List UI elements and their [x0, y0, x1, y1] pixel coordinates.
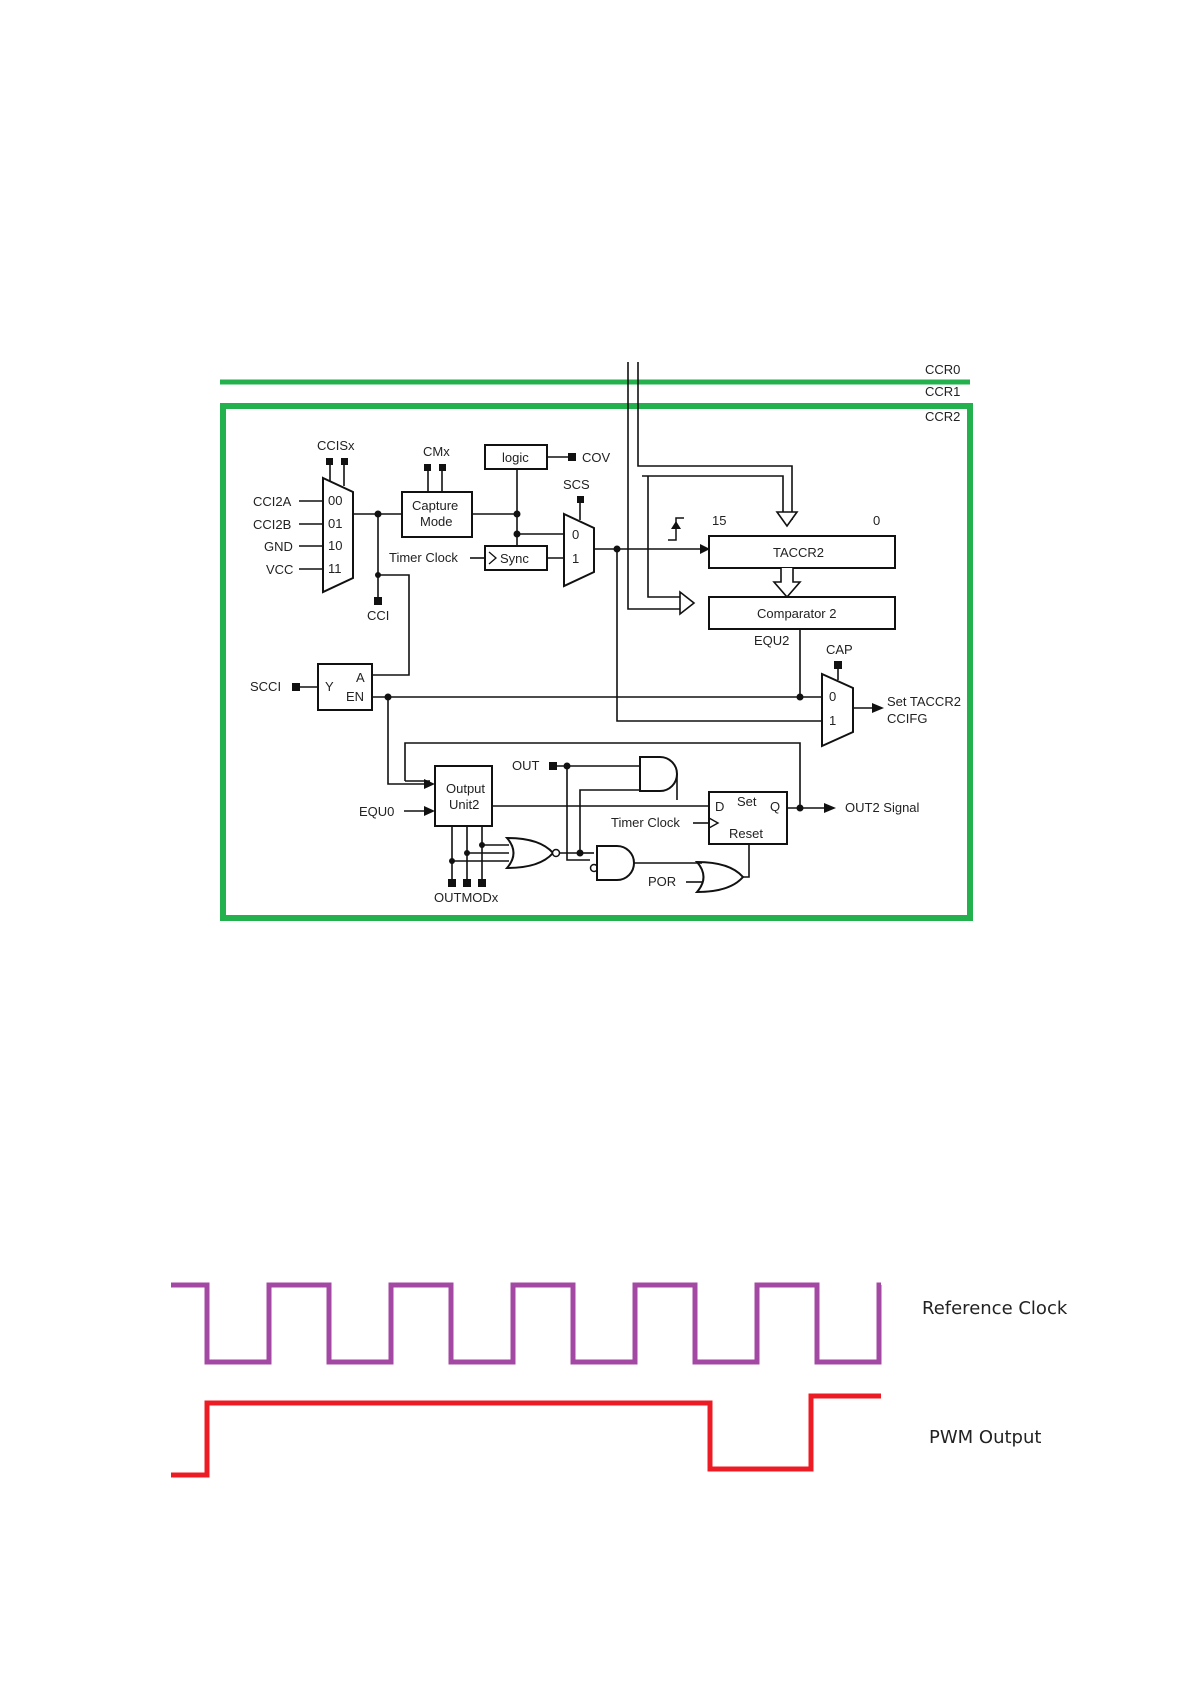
capture-mode-label-2: Mode	[420, 514, 453, 529]
equ2-wire	[800, 629, 822, 697]
junction-logic	[514, 511, 521, 518]
scci-en: EN	[346, 689, 364, 704]
bus-vertical-a	[628, 362, 680, 609]
bus-vertical-b	[638, 362, 792, 520]
dff-set: Set	[737, 794, 757, 809]
pwm-output-label: PWM Output	[929, 1427, 1041, 1448]
mux-sel-10: 10	[328, 538, 342, 553]
cmx-label: CMx	[423, 444, 450, 459]
mux-sel-11: 11	[328, 561, 342, 576]
outmod-label: OUTMODx	[434, 890, 499, 905]
mux-sel-01: 01	[328, 516, 342, 531]
ccisx-pin-1	[326, 458, 333, 465]
input-vcc: VCC	[266, 562, 293, 577]
or-out-wire	[743, 844, 749, 877]
scs-in0: 0	[572, 527, 579, 542]
input-gnd: GND	[264, 539, 293, 554]
reference-clock-waveform	[171, 1285, 881, 1362]
cap-out-label-1: Set TACCR2	[887, 694, 961, 709]
cmx-pin-1	[424, 464, 431, 471]
ccr0-label: CCR0	[925, 362, 960, 377]
cci-label: CCI	[367, 608, 389, 623]
outmod-pin-3	[478, 879, 486, 887]
out-down-wire	[567, 766, 590, 860]
outmod-pin-1	[448, 879, 456, 887]
out-pin	[549, 762, 557, 770]
cap-in0: 0	[829, 689, 836, 704]
and-gate-bottom	[597, 846, 634, 880]
cmx-pin-2	[439, 464, 446, 471]
cap-out-label-2: CCIFG	[887, 711, 927, 726]
scci-a: A	[356, 670, 365, 685]
por-label: POR	[648, 874, 676, 889]
junction-q	[797, 805, 804, 812]
scci-label: SCCI	[250, 679, 281, 694]
sync-timer-clock: Timer Clock	[389, 550, 458, 565]
scci-y: Y	[325, 679, 334, 694]
ccisx-label: CCISx	[317, 438, 355, 453]
ccr2-label: CCR2	[925, 409, 960, 424]
cap-pin	[834, 661, 842, 669]
en-to-output-wire	[388, 697, 430, 784]
out2-label: OUT2 Signal	[845, 800, 920, 815]
pwm-output-waveform	[171, 1396, 881, 1475]
cap-out-arrow	[872, 703, 884, 713]
taccr2-to-comp-arrow	[774, 568, 800, 597]
output-unit-box	[435, 766, 492, 826]
cov-pin	[568, 453, 576, 461]
sync-label: Sync	[500, 551, 529, 566]
cap-label: CAP	[826, 642, 853, 657]
dff-reset: Reset	[729, 826, 763, 841]
taccr2-msb: 15	[712, 513, 726, 528]
equ0-arrow	[424, 806, 435, 816]
scci-pin	[292, 683, 300, 691]
equ2-label: EQU2	[754, 633, 789, 648]
output-unit-label-2: Unit2	[449, 797, 479, 812]
scs-in1: 1	[572, 551, 579, 566]
comp-hollow-arrow	[680, 592, 694, 614]
out2-arrow	[824, 803, 836, 813]
ccr1-label: CCR1	[925, 384, 960, 399]
out-label: OUT	[512, 758, 540, 773]
edge-glyph-arrow	[671, 521, 681, 529]
cap-mux	[822, 674, 853, 746]
nor-bubble	[553, 850, 560, 857]
taccr2-label: TACCR2	[773, 545, 824, 560]
cov-label: COV	[582, 450, 611, 465]
taccr2-lsb: 0	[873, 513, 880, 528]
dff-q: Q	[770, 799, 780, 814]
logic-label: logic	[502, 450, 529, 465]
or-gate-por	[697, 862, 743, 892]
nor-gate	[507, 838, 553, 868]
bus-vertical-d	[648, 476, 680, 597]
taccr2-hollow-arrow	[777, 512, 797, 526]
scs-label: SCS	[563, 477, 590, 492]
cap-in1: 1	[829, 713, 836, 728]
and-gate-top	[640, 757, 677, 791]
comparator-label: Comparator 2	[757, 606, 836, 621]
equ0-label: EQU0	[359, 804, 394, 819]
scs-mux	[564, 514, 594, 586]
capture-mode-label-1: Capture	[412, 498, 458, 513]
input-cci2b: CCI2B	[253, 517, 291, 532]
dff-d: D	[715, 799, 724, 814]
output-unit-label-1: Output	[446, 781, 485, 796]
cci-pin	[374, 597, 382, 605]
outmod-pin-2	[463, 879, 471, 887]
scs-pin	[577, 496, 584, 503]
input-cci2a: CCI2A	[253, 494, 292, 509]
ccisx-pin-2	[341, 458, 348, 465]
mux-sel-00: 00	[328, 493, 342, 508]
reference-clock-label: Reference Clock	[922, 1298, 1068, 1319]
dff-timer-clock: Timer Clock	[611, 815, 680, 830]
